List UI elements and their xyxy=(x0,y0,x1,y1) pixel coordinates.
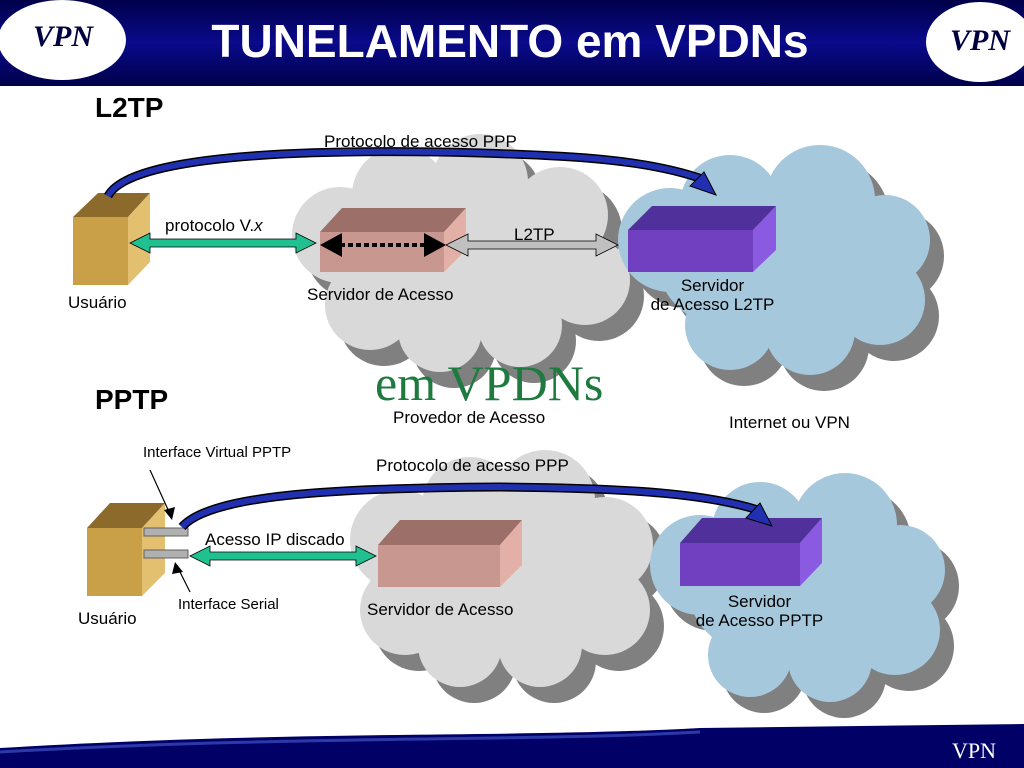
access-server-label-pptp: Servidor de Acesso xyxy=(367,600,514,619)
vpn-server-label-pptp-line1: Servidor xyxy=(727,592,792,611)
watermark-text: em VPDNs xyxy=(375,355,604,411)
ppp-label-l2tp: Protocolo de acesso PPP xyxy=(324,132,517,151)
footer-swoosh xyxy=(0,730,701,754)
vx-link-label-prefix: protocolo V. xyxy=(165,216,255,235)
section-title-pptp: PPTP xyxy=(95,384,169,415)
serial-interface-pointer xyxy=(172,562,191,593)
user-computer-pptp xyxy=(87,503,165,596)
virtual-interface-plate xyxy=(143,527,189,537)
header-bar xyxy=(0,0,1024,86)
footer-bar xyxy=(0,724,1024,768)
logo-right-badge xyxy=(926,2,1024,82)
vpn-server-label-pptp: Servidor de Acesso PPTP xyxy=(672,592,847,630)
vpn-server-l2tp xyxy=(628,206,776,272)
serial-interface-label: Interface Serial xyxy=(178,596,279,613)
vpn-server-label-pptp-line2: de Acesso PPTP xyxy=(695,611,824,630)
ip-dial-link-arrow xyxy=(189,545,377,567)
user-label-pptp: Usuário xyxy=(78,609,137,628)
logo-right: VPN xyxy=(950,24,1010,57)
logo-left: VPN xyxy=(33,20,93,53)
vx-link-label: protocolo V.x xyxy=(165,216,263,236)
vpn-server-label-l2tp-line1: Servidor xyxy=(680,276,745,295)
page-title: TUNELAMENTO em VPDNs xyxy=(211,15,809,67)
vpn-server-label-l2tp-line2: de Acesso L2TP xyxy=(650,295,775,314)
vpn-server-label-l2tp: Servidor de Acesso L2TP xyxy=(630,276,795,314)
ppp-label-pptp: Protocolo de acesso PPP xyxy=(376,456,569,475)
footer-logo: VPN xyxy=(952,738,997,763)
ppp-arc-arrow-l2tp xyxy=(104,147,718,199)
vx-link-arrow xyxy=(129,232,317,254)
virtual-interface-label: Interface Virtual PPTP xyxy=(143,444,292,461)
serial-interface-plate xyxy=(143,549,189,559)
virtual-interface-pointer xyxy=(149,469,175,520)
section-title-l2tp: L2TP xyxy=(95,92,164,123)
logo-left-badge xyxy=(0,0,126,80)
l2tp-tunnel-arrow xyxy=(445,233,619,257)
l2tp-tunnel-label: L2TP xyxy=(514,225,555,244)
internet-cloud-label: Internet ou VPN xyxy=(729,413,850,432)
access-server-pptp xyxy=(378,520,522,587)
access-server-label-l2tp: Servidor de Acesso xyxy=(307,285,454,304)
ppp-arc-arrow-pptp xyxy=(178,482,773,531)
tunnel-dotted-arrow xyxy=(320,233,446,257)
vpn-server-pptp xyxy=(680,518,822,586)
ip-dial-link-label: Acesso IP discado xyxy=(205,530,345,549)
user-label-l2tp: Usuário xyxy=(68,293,127,312)
vx-link-label-suffix: x xyxy=(254,216,263,235)
provider-cloud-label: Provedor de Acesso xyxy=(393,408,546,427)
